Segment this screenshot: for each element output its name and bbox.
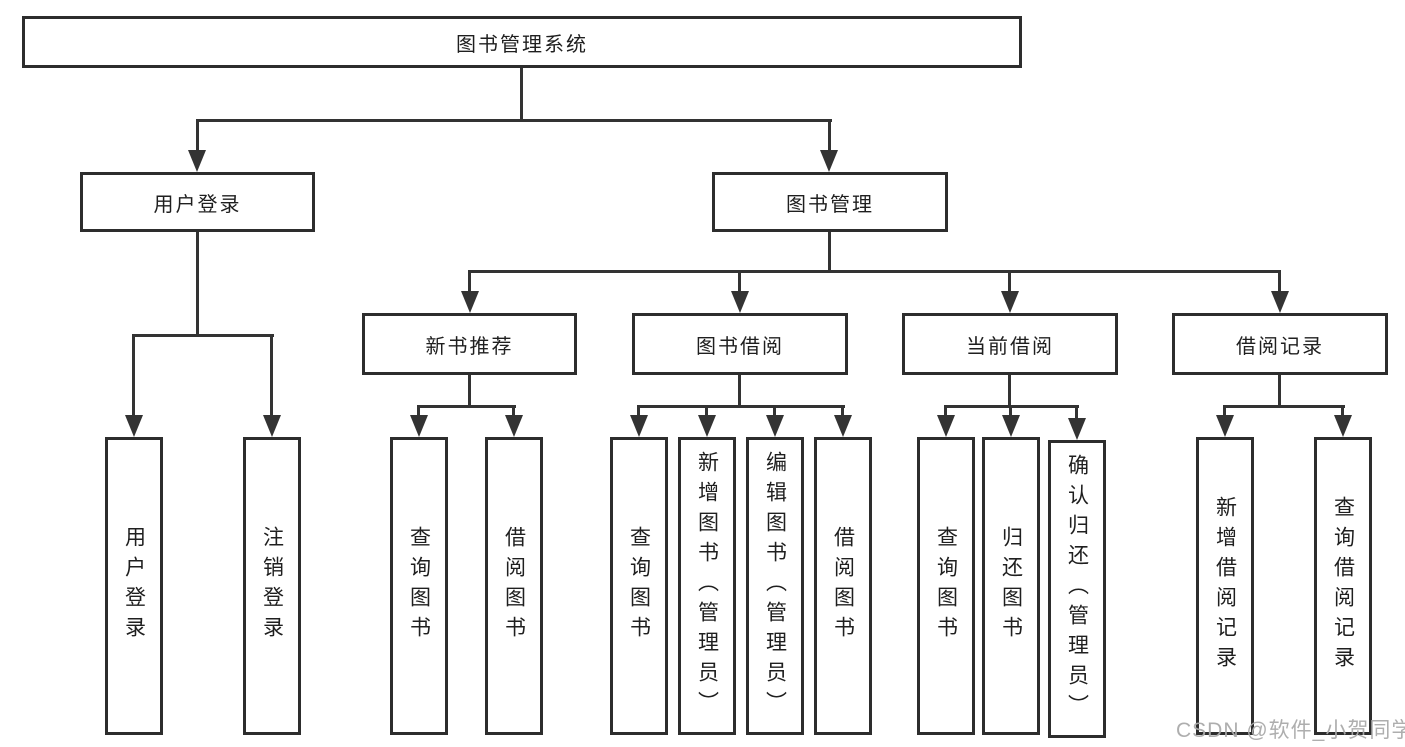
- leaf-newbooks-borrow-label: 借阅图书: [502, 526, 526, 646]
- leaf-user-login: 用户登录: [105, 437, 163, 735]
- leaf-logout: 注销登录: [243, 437, 301, 735]
- leaf-borrow-query-label: 查询图书: [627, 526, 651, 646]
- leaf-logout-label: 注销登录: [260, 526, 284, 646]
- connector-line: [196, 119, 832, 122]
- node-root: 图书管理系统: [22, 16, 1022, 68]
- connector-line: [417, 405, 420, 419]
- node-user-login: 用户登录: [80, 172, 315, 232]
- leaf-current-return: 归还图书: [982, 437, 1040, 735]
- connector-line: [196, 232, 199, 336]
- arrow-down-icon: [731, 291, 749, 313]
- node-borrow-records-label: 借阅记录: [1236, 335, 1324, 358]
- arrow-down-icon: [461, 291, 479, 313]
- connector-line: [828, 232, 831, 272]
- node-current-borrow-label: 当前借阅: [966, 335, 1054, 358]
- leaf-newbooks-query-label: 查询图书: [407, 526, 431, 646]
- leaf-newbooks-borrow: 借阅图书: [485, 437, 543, 735]
- leaf-borrow-add: 新增图书（管理员）: [678, 437, 736, 735]
- connector-line: [512, 405, 515, 419]
- connector-line: [637, 405, 640, 419]
- arrow-down-icon: [410, 415, 428, 437]
- arrow-down-icon: [1001, 291, 1019, 313]
- connector-line: [132, 334, 274, 337]
- node-book-mgmt-label: 图书管理: [786, 193, 874, 216]
- arrow-down-icon: [698, 415, 716, 437]
- arrow-down-icon: [1216, 415, 1234, 437]
- connector-line: [705, 405, 708, 419]
- leaf-current-confirm-label: 确认归还（管理员）: [1065, 454, 1089, 724]
- leaf-user-login-label: 用户登录: [122, 526, 146, 646]
- connector-line: [1009, 405, 1012, 419]
- arrow-down-icon: [1271, 291, 1289, 313]
- arrow-down-icon: [263, 415, 281, 437]
- leaf-borrow-borrow: 借阅图书: [814, 437, 872, 735]
- connector-line: [1223, 405, 1226, 419]
- node-user-login-label: 用户登录: [153, 193, 242, 216]
- arrow-down-icon: [1002, 415, 1020, 437]
- leaf-current-query-label: 查询图书: [934, 526, 958, 646]
- leaf-current-return-label: 归还图书: [999, 526, 1023, 646]
- node-current-borrow: 当前借阅: [902, 313, 1118, 375]
- node-book-mgmt: 图书管理: [712, 172, 948, 232]
- connector-line: [1223, 405, 1345, 408]
- node-book-borrow: 图书借阅: [632, 313, 848, 375]
- connector-line: [1008, 270, 1011, 293]
- arrow-down-icon: [630, 415, 648, 437]
- connector-line: [132, 334, 135, 418]
- arrow-down-icon: [766, 415, 784, 437]
- connector-line: [1075, 405, 1078, 419]
- node-new-books: 新书推荐: [362, 313, 577, 375]
- arrow-down-icon: [1334, 415, 1352, 437]
- leaf-newbooks-query: 查询图书: [390, 437, 448, 735]
- connector-line: [738, 375, 741, 407]
- connector-line: [270, 334, 273, 418]
- connector-line: [196, 119, 199, 152]
- arrow-down-icon: [820, 150, 838, 172]
- arrow-down-icon: [1068, 418, 1086, 440]
- node-root-label: 图书管理系统: [456, 33, 588, 56]
- leaf-borrow-edit: 编辑图书（管理员）: [746, 437, 804, 735]
- csdn-watermark: CSDN @软件_小贺同学: [1176, 719, 1405, 742]
- leaf-borrow-add-label: 新增图书（管理员）: [695, 451, 719, 721]
- connector-line: [841, 405, 844, 419]
- arrow-down-icon: [125, 415, 143, 437]
- leaf-current-query: 查询图书: [917, 437, 975, 735]
- connector-line: [1008, 375, 1011, 407]
- connector-line: [738, 270, 741, 293]
- connector-line: [1278, 270, 1281, 293]
- arrow-down-icon: [505, 415, 523, 437]
- leaf-records-query: 查询借阅记录: [1314, 437, 1372, 735]
- leaf-borrow-edit-label: 编辑图书（管理员）: [763, 451, 787, 721]
- leaf-records-query-label: 查询借阅记录: [1331, 496, 1355, 676]
- connector-line: [773, 405, 776, 419]
- leaf-records-add: 新增借阅记录: [1196, 437, 1254, 735]
- node-borrow-records: 借阅记录: [1172, 313, 1388, 375]
- leaf-records-add-label: 新增借阅记录: [1213, 496, 1237, 676]
- node-book-borrow-label: 图书借阅: [696, 335, 784, 358]
- node-new-books-label: 新书推荐: [425, 335, 514, 358]
- connector-line: [468, 270, 1281, 273]
- connector-line: [417, 405, 516, 408]
- arrow-down-icon: [834, 415, 852, 437]
- arrow-down-icon: [937, 415, 955, 437]
- arrow-down-icon: [188, 150, 206, 172]
- leaf-current-confirm: 确认归还（管理员）: [1048, 440, 1106, 738]
- connector-line: [468, 270, 471, 293]
- connector-line: [1341, 405, 1344, 419]
- connector-line: [520, 68, 523, 121]
- connector-line: [1278, 375, 1281, 407]
- connector-line: [944, 405, 947, 419]
- connector-line: [828, 119, 831, 152]
- leaf-borrow-borrow-label: 借阅图书: [831, 526, 855, 646]
- connector-line: [637, 405, 845, 408]
- connector-line: [468, 375, 471, 407]
- leaf-borrow-query: 查询图书: [610, 437, 668, 735]
